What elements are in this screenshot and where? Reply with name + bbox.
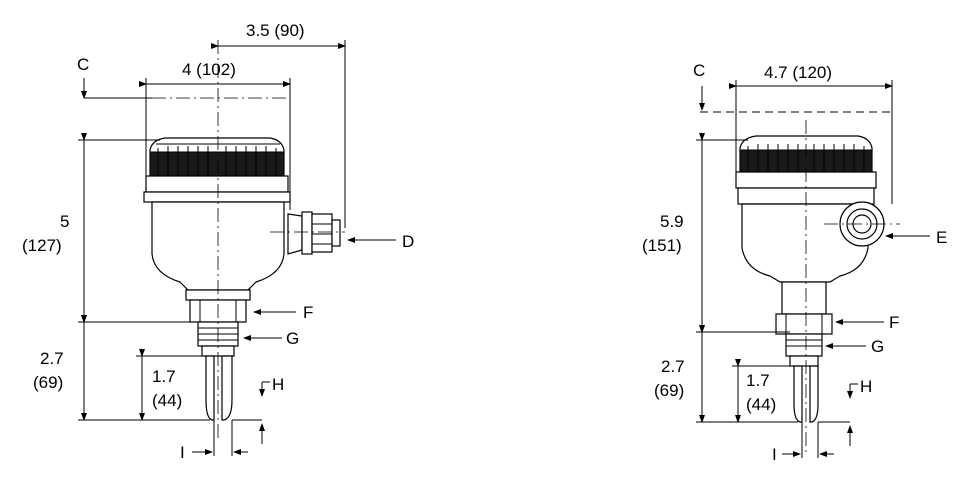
left-dim-height-mm: (127) — [22, 236, 62, 255]
left-label-f: F — [303, 303, 313, 322]
right-dim-height-mm: (151) — [642, 236, 682, 255]
right-dim-probe-in: 1.7 — [746, 371, 770, 390]
right-dim-lower-in: 2.7 — [661, 357, 685, 376]
left-dim-height-in: 5 — [60, 212, 69, 231]
right-dim-lower-mm: (69) — [654, 381, 684, 400]
right-label-h: H — [860, 377, 872, 396]
left-label-h: H — [272, 375, 284, 394]
left-dim-probe-mm: (44) — [152, 391, 182, 410]
left-view: 3.5 (90) 4 (102) C 5 (127) D F G 2.7 (69… — [22, 21, 414, 462]
left-label-g: G — [286, 329, 299, 348]
left-label-c: C — [77, 55, 89, 74]
right-label-c: C — [693, 61, 705, 80]
right-dim-height-in: 5.9 — [660, 212, 684, 231]
left-dim-width: 4 (102) — [182, 60, 236, 79]
left-dim-lower-in: 2.7 — [40, 349, 64, 368]
left-dim-probe-in: 1.7 — [152, 367, 176, 386]
right-label-f: F — [889, 313, 899, 332]
left-dim-offset: 3.5 (90) — [246, 21, 305, 40]
right-label-g: G — [871, 337, 884, 356]
left-dim-lower-mm: (69) — [33, 373, 63, 392]
left-label-i: I — [180, 443, 185, 462]
right-dim-probe-mm: (44) — [746, 395, 776, 414]
right-label-e: E — [936, 228, 947, 247]
right-view: 4.7 (120) C 5.9 (151) E F G 2.7 (69) 1.7… — [642, 61, 947, 464]
right-dim-width: 4.7 (120) — [764, 63, 832, 82]
right-label-i: I — [772, 445, 777, 464]
left-label-d: D — [402, 232, 414, 251]
